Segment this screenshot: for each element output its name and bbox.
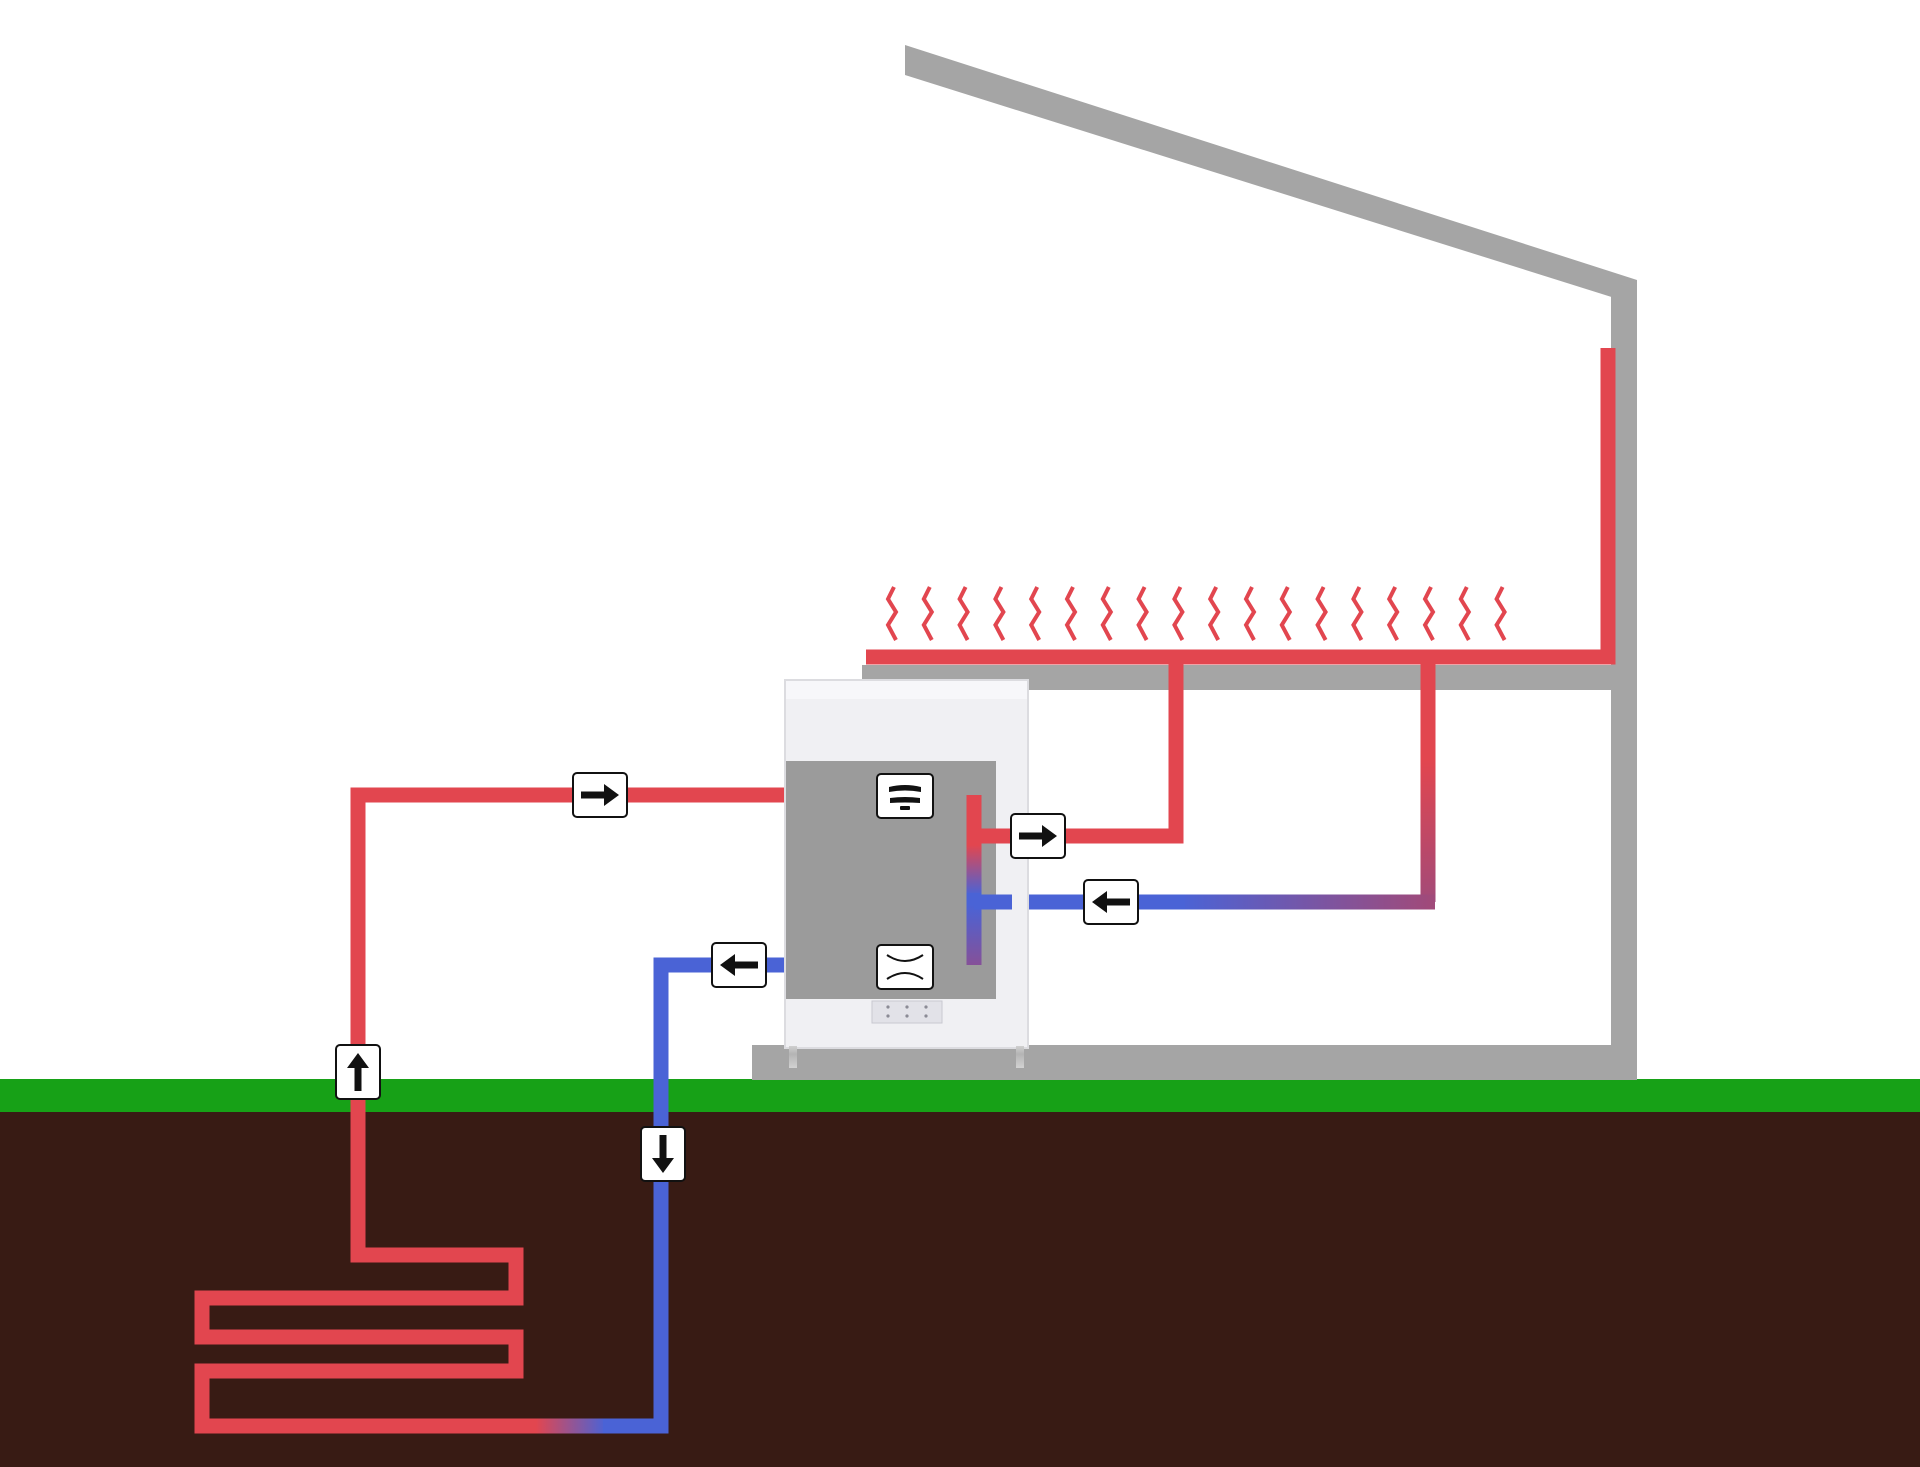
- heat-wave-icon: [1100, 586, 1114, 641]
- arrow-right-icon: [1019, 825, 1057, 847]
- control-panel-buttons: [886, 1005, 928, 1018]
- house-supply-hot-pipe: [1010, 348, 1616, 844]
- flow-indicators: [335, 772, 1139, 1182]
- flow-house-return-left: [1083, 879, 1139, 925]
- heat-wave-icon: [1494, 586, 1507, 641]
- arrow-up-icon: [347, 1053, 369, 1091]
- heat-wave-icon: [1172, 586, 1185, 641]
- compressor-symbol: [876, 773, 934, 819]
- expansion-valve-symbol: [876, 944, 934, 990]
- heat-wave-icon: [1351, 586, 1364, 641]
- house-heating-circuit: [866, 348, 1616, 910]
- roof: [905, 45, 1637, 305]
- arrow-down-icon: [652, 1135, 674, 1173]
- heat-wave-icon: [1064, 586, 1078, 641]
- unit-leg-right: [1016, 1046, 1024, 1068]
- arrow-left-icon: [720, 954, 758, 976]
- heat-wave-icon: [1136, 586, 1149, 641]
- flow-collector-right: [572, 772, 628, 818]
- arrow-right-icon: [581, 784, 619, 806]
- expansion-valve-icon: [886, 954, 924, 980]
- heat-wave-icon: [1386, 586, 1400, 641]
- compressor-box: [876, 773, 934, 819]
- heat-wave-icon: [1243, 586, 1257, 641]
- flow-return-left: [711, 942, 767, 988]
- unit-control-panel: [871, 1000, 943, 1024]
- heat-wave-icon: [957, 586, 970, 641]
- heat-wave-icon: [993, 586, 1006, 641]
- ground-floor-slab: [752, 1045, 1637, 1080]
- compressor-icon: [889, 785, 921, 810]
- flow-supply-right: [1010, 813, 1066, 859]
- heat-wave-icon: [921, 586, 935, 641]
- flow-collector-up: [335, 1044, 381, 1100]
- ground-surface: [0, 1079, 1920, 1112]
- heat-wave-icon: [885, 586, 899, 641]
- heat-wave-icon: [1207, 586, 1221, 641]
- heat-wave-icon: [1422, 586, 1436, 641]
- flow-ground-down: [640, 1126, 686, 1182]
- expansion-valve-box: [876, 944, 934, 990]
- heat-wave-icon: [1279, 586, 1293, 641]
- soil: [0, 1112, 1920, 1467]
- arrow-left-icon: [1092, 891, 1130, 913]
- heat-pump-unit: [784, 679, 1029, 1068]
- heat-wave-icon: [1315, 586, 1328, 641]
- house-structure: [752, 45, 1637, 1080]
- heat-wave-icon: [1458, 586, 1472, 641]
- unit-top-band: [786, 681, 1027, 699]
- ground-collector-hot-pipe: [194, 787, 975, 1434]
- heat-wave-icon: [1028, 586, 1042, 641]
- heat-waves: [885, 586, 1507, 641]
- unit-leg-left: [789, 1046, 797, 1068]
